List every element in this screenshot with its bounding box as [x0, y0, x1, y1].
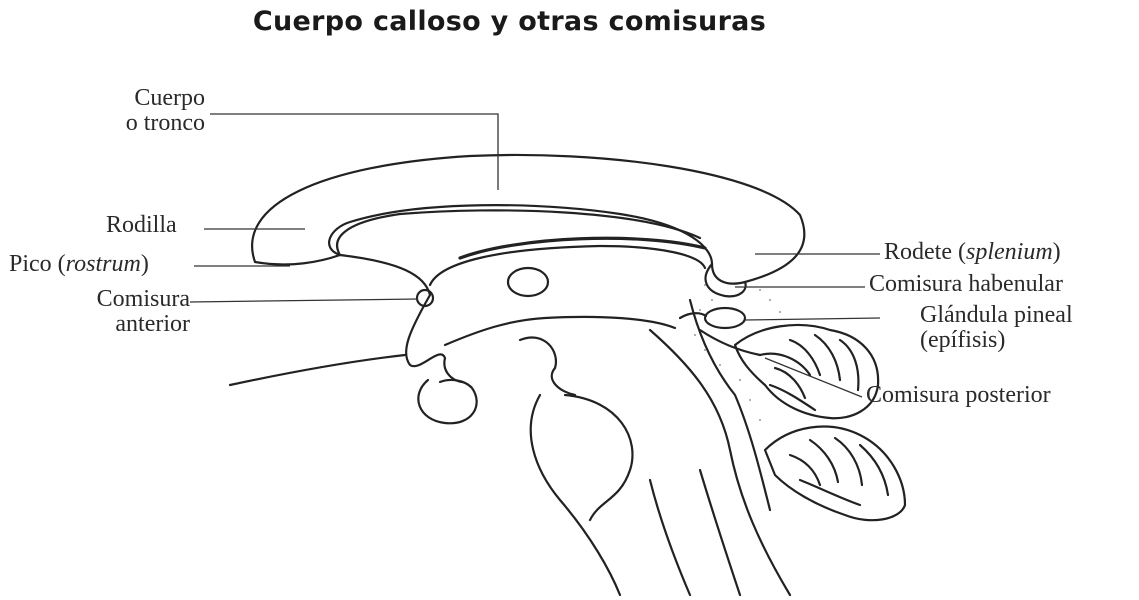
leader-cuerpo: [210, 114, 498, 190]
label-cuerpo: Cuerpo o tronco: [50, 86, 205, 136]
leader-comisura-posterior: [765, 358, 862, 397]
label-pico-prefix: Pico (: [9, 251, 66, 277]
label-rodete-suffix: ): [1053, 239, 1061, 265]
label-comisura-anterior-line2: anterior: [40, 312, 190, 337]
label-comisura-habenular: Comisura habenular: [869, 272, 1063, 297]
label-comisura-anterior-line1: Comisura: [40, 287, 190, 312]
label-rodilla: Rodilla: [106, 213, 177, 238]
label-comisura-anterior: Comisura anterior: [40, 287, 190, 337]
pineal-gland: [705, 308, 745, 328]
leader-glandula: [745, 318, 880, 320]
label-rodete-italic: splenium: [966, 239, 1053, 265]
label-rodete-prefix: Rodete (: [884, 239, 966, 265]
label-glandula-line2: (epífisis): [920, 328, 1073, 353]
label-pico-italic: rostrum: [66, 251, 141, 277]
corpus-callosum-outline: [252, 155, 804, 284]
pituitary: [418, 380, 476, 423]
label-comisura-posterior: Comisura posterior: [866, 383, 1051, 408]
label-rodete: Rodete (splenium): [884, 240, 1061, 265]
label-glandula-line1: Glándula pineal: [920, 303, 1073, 328]
label-cuerpo-line2: o tronco: [50, 111, 205, 136]
label-glandula-pineal: Glándula pineal (epífisis): [920, 303, 1073, 353]
label-pico: Pico (rostrum): [9, 252, 149, 277]
label-cuerpo-line1: Cuerpo: [50, 86, 205, 111]
leader-comisura-anterior: [190, 299, 418, 302]
label-pico-suffix: ): [141, 251, 149, 277]
